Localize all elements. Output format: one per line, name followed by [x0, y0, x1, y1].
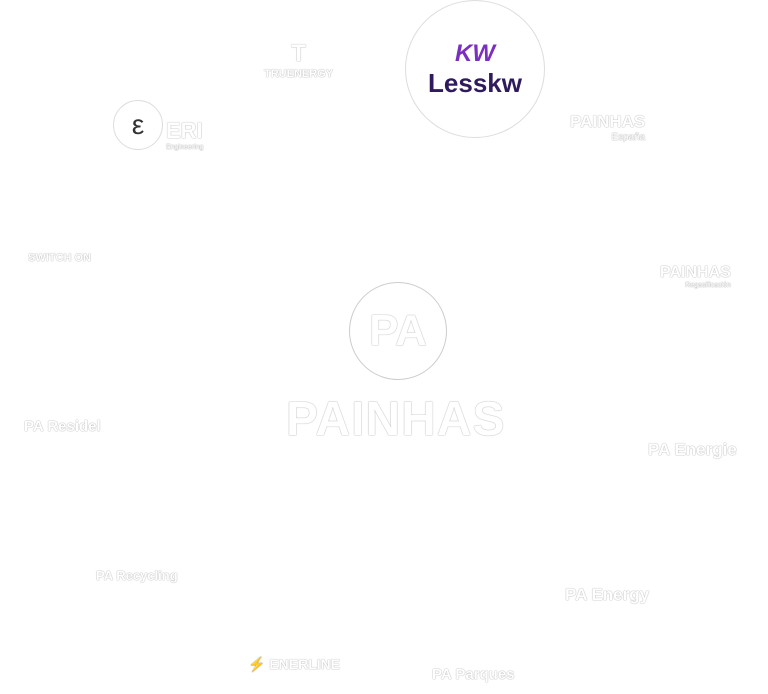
- logo-pa-recycling[interactable]: PA Recycling: [96, 568, 178, 583]
- logo-pa-energy[interactable]: PA Energy: [565, 585, 650, 604]
- logo-pa-residel[interactable]: PA Residel: [24, 418, 101, 435]
- logo-switch-on[interactable]: SWITCH ON: [28, 252, 91, 264]
- lesskw-mark-icon: KW: [455, 39, 495, 67]
- center-logo-mark: PA: [349, 282, 447, 380]
- lesskw-logo[interactable]: KW Lesskw: [405, 0, 545, 138]
- logo-pa-parques[interactable]: PA Parques: [432, 666, 515, 683]
- lesskw-name: Lesskw: [428, 67, 522, 98]
- logo-pa-energie[interactable]: PA Energie: [648, 440, 737, 459]
- logo-enerline[interactable]: ⚡ ENERLINE: [248, 656, 341, 672]
- eri-icon: ε: [113, 100, 163, 150]
- center-logo-name: PAINHAS: [286, 393, 506, 446]
